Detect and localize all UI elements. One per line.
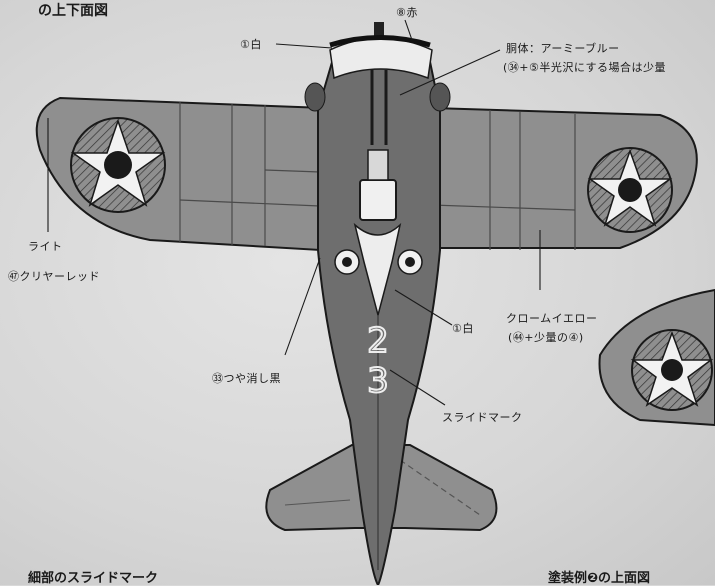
second-example-wing-partial (600, 290, 715, 425)
callout-slide-mark: スライドマーク (442, 411, 523, 424)
callout-light-paint: ㊼クリヤーレッド (8, 270, 100, 283)
page-header-title: の上下面図 (38, 0, 108, 20)
footer-detail-decals: 細部のスライドマーク (28, 567, 158, 586)
callout-wing-color: クロームイエロー (506, 312, 598, 325)
callout-flat-black: ㉝つや消し黒 (212, 372, 281, 385)
callout-white-cowl: ①白 (240, 38, 262, 51)
callout-fuselage-color: 胴体：アーミーブルー (506, 42, 620, 55)
windscreen (360, 180, 396, 220)
footer-example-top-view: 塗装例❷の上面図 (548, 567, 650, 586)
callout-white-nose: ①白 (452, 322, 474, 335)
fuselage-number-bottom: 3 (367, 361, 389, 401)
right-wing-roundel (588, 148, 672, 232)
callout-wing-color-mix: (㊹+少量の④) (508, 331, 584, 344)
left-wing-roundel (71, 118, 165, 212)
callout-red-spinner: ⑧赤 (396, 6, 418, 19)
callout-fuselage-note: (㉞+⑤半光沢にする場合は少量 (503, 61, 666, 74)
callout-light: ライト (28, 240, 63, 253)
fuselage-number-top: 2 (367, 321, 389, 361)
